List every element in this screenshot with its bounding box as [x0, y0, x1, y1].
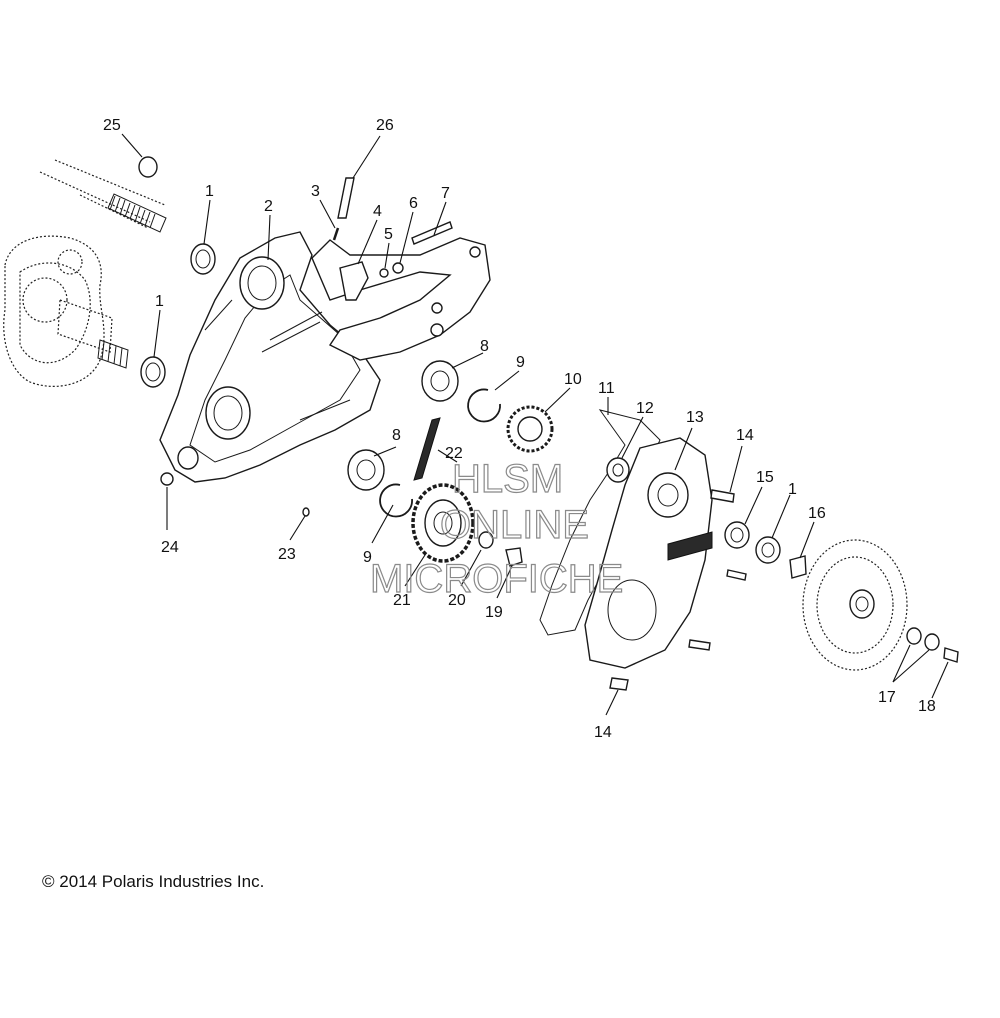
snap-ring-9-lower	[379, 483, 413, 518]
callout-9: 9	[516, 354, 525, 371]
plug-24	[160, 472, 174, 486]
bolt-18	[943, 647, 959, 663]
chaincase-cover	[584, 437, 713, 669]
leader-lines	[121, 133, 949, 716]
washer-17-a	[906, 627, 922, 645]
nut-6	[392, 262, 404, 274]
callout-3: 3	[311, 183, 320, 200]
callout-25: 25	[103, 117, 121, 134]
callout-11: 11	[598, 380, 615, 397]
bearing-8-lower	[347, 449, 385, 491]
gearbox-assembly	[3, 235, 129, 387]
bolt-14-low	[688, 639, 711, 651]
chaincase-housing	[159, 231, 381, 483]
bolt-19	[505, 547, 523, 567]
pin-3	[332, 227, 340, 241]
callout-26: 26	[376, 117, 394, 134]
callout-19: 19	[485, 604, 503, 621]
callout-14b: 14	[594, 724, 612, 741]
callout-12: 12	[636, 400, 654, 417]
callout-21: 21	[393, 592, 411, 609]
callout-1c: 1	[788, 481, 797, 498]
pin-26	[337, 177, 355, 219]
callout-7: 7	[441, 185, 450, 202]
callout-2: 2	[264, 198, 273, 215]
bolt-7	[411, 221, 453, 245]
callout-23: 23	[278, 546, 296, 563]
chain-22	[413, 417, 441, 481]
bolt-14-upper	[710, 489, 735, 503]
washer-5	[379, 268, 389, 278]
callout-10: 10	[564, 371, 582, 388]
sprocket-10	[506, 405, 554, 453]
snap-ring-9-upper	[467, 388, 501, 423]
watermark-line-3: MICROFICHE	[370, 557, 623, 601]
callout-4: 4	[373, 203, 382, 220]
gear-21	[411, 483, 475, 563]
callout-1b: 1	[155, 293, 164, 310]
tensioner-arm	[311, 237, 491, 361]
watermark-line-1: HLSM	[452, 457, 563, 501]
callout-20: 20	[448, 592, 466, 609]
callout-6: 6	[409, 195, 418, 212]
o-ring-25	[138, 156, 158, 178]
spacer-16	[789, 555, 807, 579]
seal-1-upper	[190, 243, 216, 275]
bearing-15	[724, 521, 750, 549]
callout-17: 17	[878, 689, 896, 706]
brake-disc	[802, 539, 908, 671]
callout-13: 13	[686, 409, 704, 426]
seal-1-right	[755, 536, 781, 564]
plug-23	[302, 507, 310, 517]
callout-24: 24	[161, 539, 179, 556]
input-shaft	[39, 159, 167, 233]
seal-12	[606, 457, 630, 483]
callout-22: 22	[445, 445, 463, 462]
callout-8: 8	[480, 338, 489, 355]
bearing-8-upper	[421, 360, 459, 402]
washer-17-b	[924, 633, 940, 651]
callout-5: 5	[384, 226, 393, 243]
callout-16: 16	[808, 505, 826, 522]
watermark-line-2: ONLINE	[440, 503, 589, 547]
callout-labels: 25 26 1 3 2 4 5 6 7 1 8 9 10 11 12 13 14…	[103, 117, 936, 741]
copyright-notice: © 2014 Polaris Industries Inc.	[42, 872, 265, 891]
callout-9b: 9	[363, 549, 372, 566]
seal-1-left	[140, 356, 166, 388]
washer-20	[478, 531, 494, 549]
watermark: HLSM ONLINE MICROFICHE	[369, 456, 624, 601]
callout-14: 14	[736, 427, 754, 444]
callout-18: 18	[918, 698, 936, 715]
callout-1: 1	[205, 183, 214, 200]
callout-15: 15	[756, 469, 774, 486]
bolt-14-mid	[726, 569, 747, 581]
callout-8b: 8	[392, 427, 401, 444]
bolt-14-bottom	[609, 677, 629, 691]
